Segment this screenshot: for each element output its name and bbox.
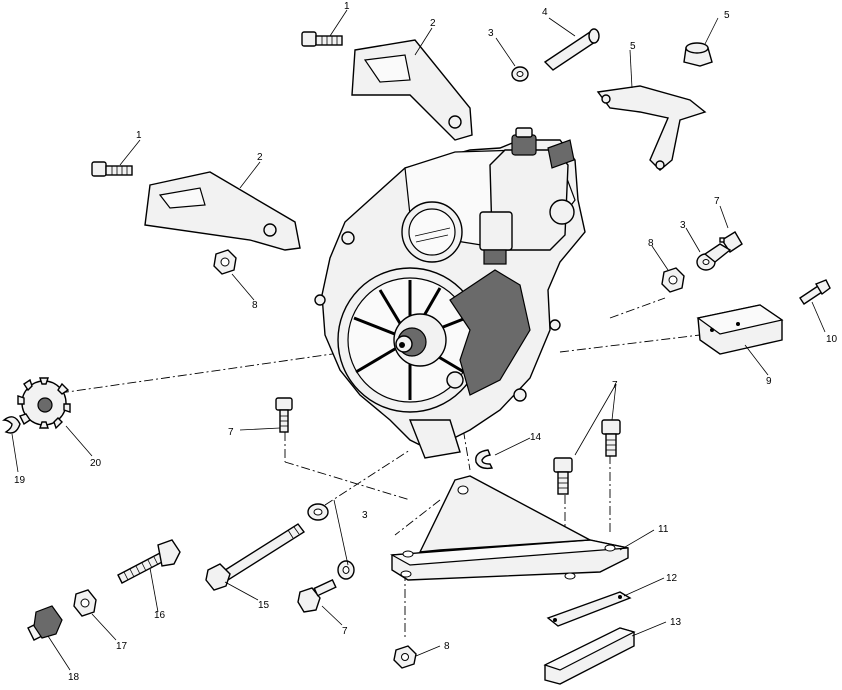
callout-20: 20 <box>90 458 102 469</box>
plate-12 <box>546 591 632 627</box>
callout-7-upper: 7 <box>612 380 618 391</box>
callout-6-top: 5 <box>724 10 730 21</box>
mounting-bracket-upper <box>351 39 473 141</box>
cap-6 <box>683 42 713 67</box>
callout-5: 5 <box>630 41 636 52</box>
assembly-lines <box>59 297 701 640</box>
callout-12: 12 <box>666 573 678 584</box>
bolt-10 <box>799 279 831 305</box>
callout-18: 18 <box>68 672 80 683</box>
callout-4: 4 <box>542 7 548 18</box>
block-13 <box>543 627 636 685</box>
bolt-16 <box>117 539 181 584</box>
bolt-7-right <box>703 231 743 263</box>
callout-11: 11 <box>658 524 669 535</box>
washer-3-bottom-b <box>337 560 355 580</box>
mounting-bracket-left <box>144 171 301 251</box>
callout-8-bottom: 8 <box>444 641 450 652</box>
plug-18 <box>27 605 63 641</box>
circlip-14 <box>475 449 494 470</box>
nut-8-bottom <box>393 645 417 669</box>
leader-lines <box>11 9 826 671</box>
sprocket-20 <box>17 377 71 430</box>
callout-7-left: 7 <box>228 427 234 438</box>
callout-labels: 1 2 3 4 5 5 1 2 7 3 8 8 10 9 7 7 14 19 2… <box>14 1 838 683</box>
callout-8-left: 8 <box>252 300 258 311</box>
mounting-plate-11 <box>389 475 629 581</box>
callout-9: 9 <box>766 376 772 387</box>
callout-1-left: 1 <box>136 130 142 141</box>
callout-14: 14 <box>530 432 542 443</box>
nut-8-left <box>213 249 237 275</box>
callout-3-right: 3 <box>680 220 686 231</box>
callout-6-right: 8 <box>648 238 654 249</box>
callout-16: 16 <box>154 610 166 621</box>
callout-7-right: 7 <box>714 196 720 207</box>
callout-10: 10 <box>826 334 838 345</box>
callout-19: 19 <box>14 475 26 486</box>
transmission-housing <box>314 127 586 459</box>
bolt-7-mid <box>553 457 573 495</box>
bolt-15 <box>205 523 306 591</box>
pin-4 <box>543 28 600 71</box>
callout-2-top: 2 <box>430 18 436 29</box>
callout-3-top: 3 <box>488 28 494 39</box>
bolt-1-upper <box>301 31 343 47</box>
callout-3-bottom: 3 <box>362 510 368 521</box>
bolt-7-high <box>601 419 621 457</box>
bolt-1-left <box>91 161 133 177</box>
bolt-7-left <box>275 397 293 433</box>
bolt-7-bottom <box>297 578 337 613</box>
washer-3-bottom-a <box>307 503 329 521</box>
callout-1-top: 1 <box>344 1 350 12</box>
nut-17 <box>73 589 97 617</box>
washer-3-top <box>511 66 529 82</box>
callout-7-bottom: 7 <box>342 626 348 637</box>
callout-15: 15 <box>258 600 270 611</box>
bracket-5 <box>596 85 707 171</box>
callout-17: 17 <box>116 641 128 652</box>
callout-2-left: 2 <box>257 152 263 163</box>
block-9 <box>696 304 784 355</box>
callout-13: 13 <box>670 617 682 628</box>
nut-8-right <box>661 267 685 293</box>
clip-19 <box>2 416 21 434</box>
